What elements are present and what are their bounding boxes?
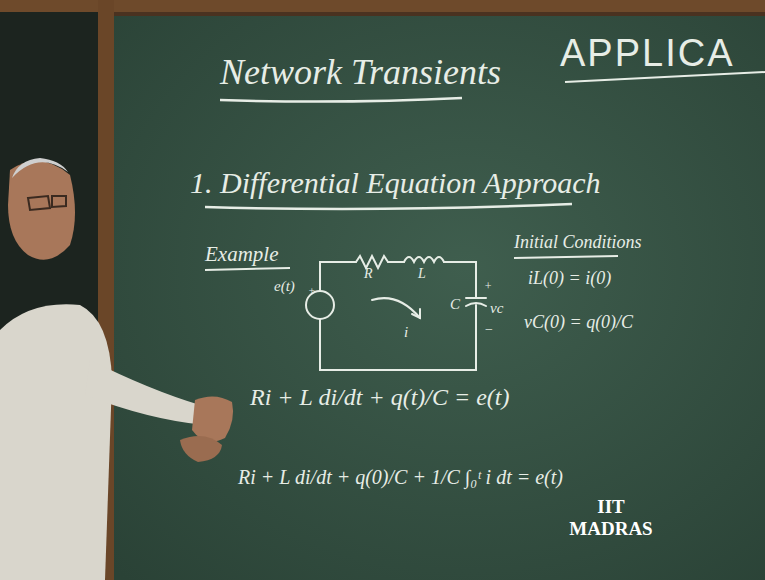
polarity-sign: + bbox=[308, 284, 315, 297]
side-heading: Initial Conditions bbox=[514, 232, 642, 253]
voltage-label: vc bbox=[490, 300, 503, 317]
wire bbox=[320, 262, 356, 291]
wire bbox=[444, 262, 476, 298]
source-label: e(t) bbox=[274, 278, 295, 295]
section-heading: 1. Differential Equation Approach bbox=[190, 166, 601, 201]
equation: Ri + L di/dt + q(0)/C + 1/C ∫₀ᵗ i dt = e… bbox=[238, 466, 563, 489]
component-label: R bbox=[364, 266, 373, 282]
wire bbox=[388, 261, 404, 263]
board-title: Network Transients bbox=[220, 52, 501, 93]
current-arrow bbox=[372, 298, 420, 318]
equation: Ri + L di/dt + q(t)/C = e(t) bbox=[250, 384, 509, 412]
initial-condition: iL(0) = i(0) bbox=[528, 268, 611, 289]
component-label: L bbox=[418, 266, 426, 282]
polarity-sign: − bbox=[484, 322, 493, 338]
arrow-head bbox=[412, 309, 420, 318]
watermark: IIT MADRAS bbox=[566, 496, 656, 540]
wire bbox=[320, 305, 476, 370]
polarity-sign: + bbox=[484, 280, 492, 294]
current-label: i bbox=[404, 324, 408, 341]
board-heading: APPLICA bbox=[560, 32, 735, 76]
example-label: Example bbox=[205, 242, 278, 266]
inductor-symbol bbox=[404, 257, 444, 262]
component-label: C bbox=[450, 296, 460, 313]
initial-condition: vC(0) = q(0)/C bbox=[524, 312, 633, 333]
